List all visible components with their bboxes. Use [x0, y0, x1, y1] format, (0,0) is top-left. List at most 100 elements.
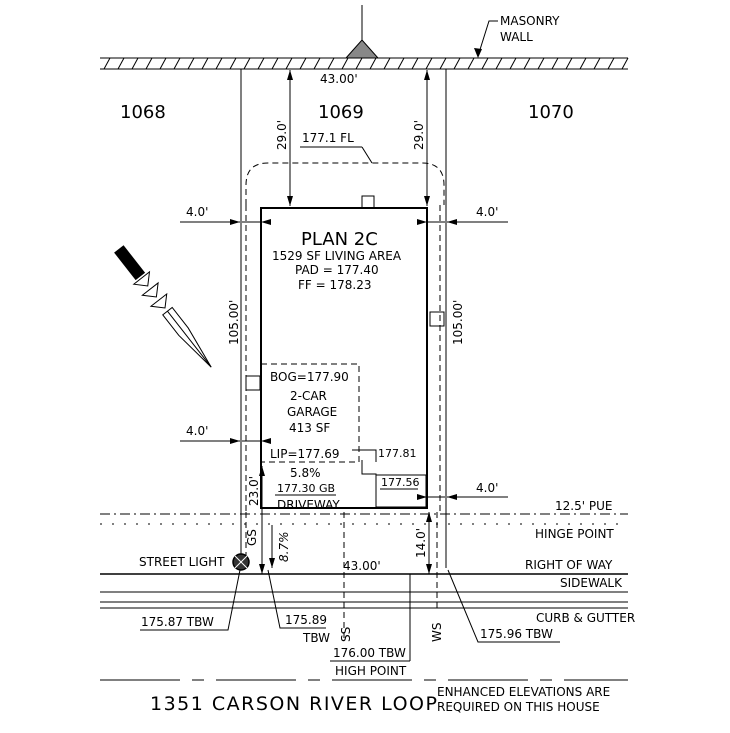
right-of-way-label: RIGHT OF WAY — [525, 558, 613, 572]
svg-text:GS: GS — [245, 529, 259, 546]
wall-hatch-mark — [607, 57, 615, 70]
pue-label: 12.5' PUE — [555, 499, 612, 513]
svg-text:176.00 TBW: 176.00 TBW — [333, 646, 406, 660]
wall-hatch-mark — [593, 57, 601, 70]
svg-text:177.1 FL: 177.1 FL — [302, 131, 354, 145]
garage-label-1: 2-CAR — [290, 389, 327, 403]
house-footprint — [245, 195, 445, 509]
side-setback-left-top: 4.0' — [180, 205, 271, 225]
wall-hatch-mark — [551, 57, 559, 70]
wall-hatch-mark — [243, 57, 251, 70]
driveway-slope-lower: 8.7% — [269, 525, 291, 568]
wall-hatch-mark — [215, 57, 223, 70]
svg-text:WALL: WALL — [500, 30, 533, 44]
svg-text:29.0': 29.0' — [275, 120, 289, 150]
wall-hatch-mark — [439, 57, 447, 70]
tbw-right: 175.96 TBW — [447, 569, 560, 643]
wall-hatch-mark — [103, 57, 111, 70]
gas-service: GS — [245, 512, 259, 570]
driveway-label: DRIVEWAY — [277, 498, 340, 512]
front-setback-right: 14.0' — [414, 512, 432, 574]
living-area: 1529 SF LIVING AREA — [272, 249, 402, 263]
svg-text:4.0': 4.0' — [476, 481, 498, 495]
water-service: WS — [430, 512, 444, 642]
svg-text:105.00': 105.00' — [227, 300, 241, 345]
wall-hatch-mark — [369, 57, 377, 70]
pad-elevation: PAD = 177.40 — [295, 263, 379, 277]
driveway-slope-upper: 5.8% — [290, 466, 321, 480]
wall-hatch-mark — [201, 57, 209, 70]
wall-hatch-mark — [495, 57, 503, 70]
wall-hatch-mark — [187, 57, 195, 70]
bog-elevation: BOG=177.90 — [270, 370, 349, 384]
svg-text:TBW: TBW — [302, 631, 330, 645]
note-line-2: REQUIRED ON THIS HOUSE — [437, 700, 600, 714]
wall-hatch-mark — [313, 57, 321, 70]
wall-hatch-mark — [453, 57, 461, 70]
svg-text:SS: SS — [339, 627, 353, 642]
north-arrow-icon — [114, 245, 212, 368]
wall-hatch-mark — [509, 57, 517, 70]
lot-number-center: 1069 — [318, 102, 364, 123]
wall-hatch-mark — [425, 57, 433, 70]
svg-text:4.0': 4.0' — [186, 205, 208, 219]
wall-hatch-mark — [229, 57, 237, 70]
wall-hatch-mark — [355, 57, 363, 70]
svg-text:175.96 TBW: 175.96 TBW — [480, 627, 553, 641]
wall-hatch-mark — [327, 57, 335, 70]
svg-text:105.00': 105.00' — [451, 300, 465, 345]
wall-hatch-mark — [537, 57, 545, 70]
wall-hatch-mark — [285, 57, 293, 70]
wall-hatch-mark — [271, 57, 279, 70]
svg-text:WS: WS — [430, 623, 444, 642]
side-setback-right-top: 4.0' — [417, 205, 508, 225]
rear-setback-right: 29.0' — [412, 70, 430, 206]
depth-right: 105.00' — [439, 205, 465, 512]
ff-elevation: FF = 178.23 — [298, 278, 371, 292]
svg-text:175.87 TBW: 175.87 TBW — [141, 615, 214, 629]
garage-area: 413 SF — [289, 421, 330, 435]
sidewalk-label: SIDEWALK — [560, 576, 623, 590]
side-setback-left-bottom: 4.0' — [180, 424, 271, 444]
tbw-left: 175.87 TBW — [140, 569, 241, 631]
porch-elevation-bottom: 177.56 — [381, 476, 420, 489]
svg-text:MASONRY: MASONRY — [500, 14, 560, 28]
svg-text:14.0': 14.0' — [414, 528, 428, 558]
wall-hatch-mark — [621, 57, 629, 70]
wall-hatch-mark — [299, 57, 307, 70]
side-setback-right-bottom: 4.0' — [417, 481, 508, 500]
lip-elevation: LIP=177.69 — [270, 447, 340, 461]
wall-hatch-mark — [481, 57, 489, 70]
masonry-wall — [100, 5, 629, 70]
rear-width-dimension: 43.00' — [320, 72, 358, 86]
garage-outline — [261, 363, 360, 463]
hinge-label: HINGE POINT — [535, 527, 614, 541]
svg-text:8.7%: 8.7% — [277, 532, 291, 563]
wall-hatch-mark — [565, 57, 573, 70]
svg-text:175.89: 175.89 — [285, 613, 327, 627]
high-point: 176.00 TBW HIGH POINT — [330, 574, 411, 678]
north-marker-triangle — [344, 39, 380, 59]
tbw-mid: 175.89 TBW — [267, 569, 330, 645]
front-width-dimension: 43.00' — [343, 559, 381, 573]
porch-elevation-top: 177.81 — [378, 447, 417, 460]
wall-hatch-mark — [411, 57, 419, 70]
wall-hatch-mark — [383, 57, 391, 70]
lot-number-left: 1068 — [120, 102, 166, 123]
masonry-wall-label: MASONRY WALL — [474, 14, 560, 58]
rear-setback-left: 29.0' — [275, 70, 293, 206]
garage-label-2: GARAGE — [287, 405, 337, 419]
wall-hatch-mark — [579, 57, 587, 70]
wall-hatch-mark — [467, 57, 475, 70]
wall-hatch-mark — [131, 57, 139, 70]
gb-elevation: 177.30 GB — [277, 482, 335, 495]
wall-hatch-mark — [117, 57, 125, 70]
front-setback-garage: 23.0' — [247, 466, 265, 574]
wall-hatch-mark — [257, 57, 265, 70]
flowline: 177.1 FL — [245, 131, 445, 205]
lot-number-right: 1070 — [528, 102, 574, 123]
street-light-label: STREET LIGHT — [139, 555, 225, 569]
wall-hatch-mark — [523, 57, 531, 70]
wall-hatch-mark — [397, 57, 405, 70]
